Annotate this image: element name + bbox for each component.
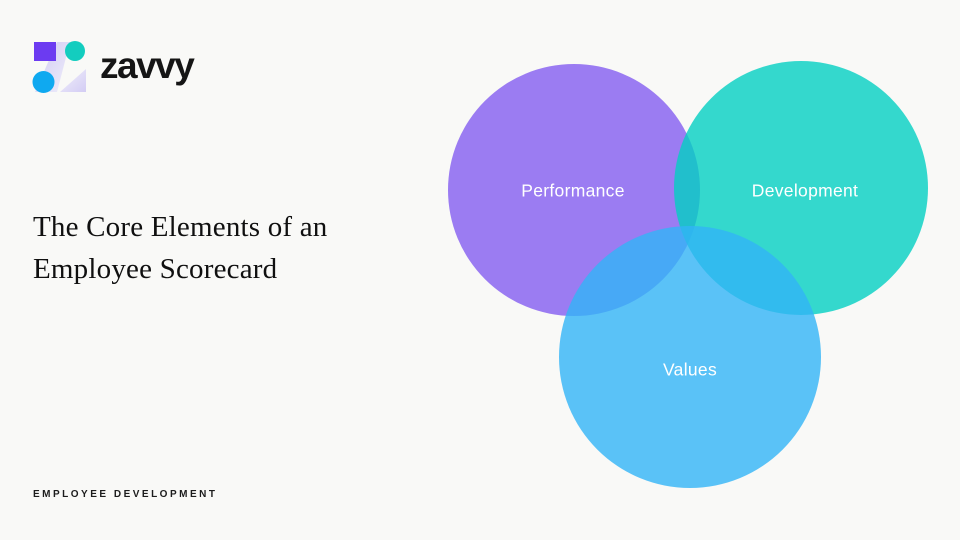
zavvy-logo: zavvy bbox=[32, 41, 195, 93]
venn-circle-values bbox=[559, 226, 821, 488]
logo-wordmark: zavvy bbox=[100, 44, 195, 86]
venn-label-performance: Performance bbox=[521, 180, 625, 201]
page-title-line2: Employee Scorecard bbox=[33, 253, 278, 285]
venn-label-development: Development bbox=[751, 180, 859, 201]
venn-label-values: Values bbox=[662, 359, 718, 380]
page-title: The Core Elements of an Employee Scoreca… bbox=[33, 206, 433, 290]
footer-category-label: EMPLOYEE DEVELOPMENT bbox=[33, 489, 218, 500]
logo-z-triangle bbox=[60, 69, 86, 92]
logo-blue-dot bbox=[32, 71, 55, 93]
page-title-line1: The Core Elements of an bbox=[33, 211, 328, 243]
logo-teal-dot bbox=[65, 41, 85, 61]
logo-square bbox=[34, 42, 56, 61]
zavvy-logo-icon bbox=[32, 41, 86, 93]
